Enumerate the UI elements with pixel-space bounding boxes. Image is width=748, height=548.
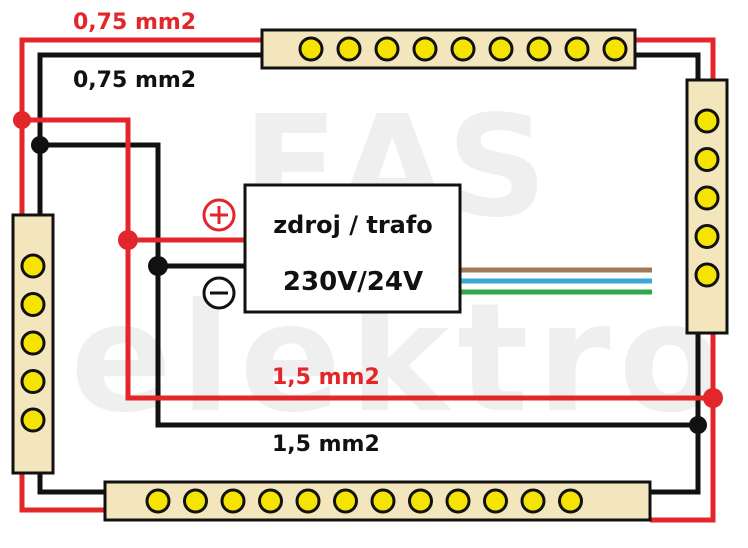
power-supply: zdroj / trafo 230V/24V (243, 183, 462, 314)
black-wire-left-bottom (37, 470, 105, 495)
led-bottom-10 (483, 488, 508, 514)
mains-cable (460, 267, 652, 295)
led-bottom-6 (333, 488, 358, 514)
led-right-5 (694, 262, 720, 288)
black-wire-top-feed (37, 52, 262, 148)
power-supply-box (243, 183, 462, 314)
led-bottom-9 (445, 488, 471, 514)
led-top-1 (298, 36, 324, 62)
wire-label-bottom-black: 1,5 mm2 (272, 432, 380, 457)
led-top-7 (526, 36, 552, 62)
junctions (13, 111, 723, 434)
junction-black-left (31, 136, 49, 154)
junction-black-right (689, 416, 707, 434)
power-supply-label: zdroj / trafo (273, 211, 433, 239)
red-wire-top-feed (19, 37, 262, 215)
led-strip-left (11, 213, 55, 475)
red-wire-left-bottom (19, 470, 105, 513)
led-top-2 (336, 36, 362, 62)
led-top-9 (602, 36, 628, 62)
black-wires (37, 52, 701, 495)
led-bottom-5 (295, 488, 321, 514)
plus-symbol (202, 198, 236, 232)
black-wire-right-down (650, 425, 701, 495)
led-left-4 (20, 369, 46, 394)
led-top-8 (564, 36, 590, 62)
junction-red-left (13, 111, 31, 129)
led-top-6 (488, 36, 514, 62)
black-wire-mid (40, 142, 698, 428)
wire-label-bottom-red: 1,5 mm2 (272, 365, 380, 390)
led-right-3 (694, 185, 720, 211)
led-right-1 (694, 108, 720, 134)
minus-symbol (202, 276, 236, 310)
led-strip-right (685, 78, 729, 335)
led-left-5 (20, 407, 46, 433)
red-wire-top-right (635, 37, 716, 80)
led-bottom-3 (220, 488, 246, 514)
led-bottom-8 (408, 488, 433, 514)
led-left-2 (20, 292, 46, 317)
led-left-1 (20, 253, 46, 279)
led-bottom-11 (520, 488, 546, 514)
led-bottom-4 (258, 488, 283, 514)
wire-label-top-black: 0,75 mm2 (73, 68, 196, 93)
led-top-3 (374, 36, 400, 62)
led-top-4 (412, 36, 438, 62)
black-wire-top-right (635, 52, 701, 80)
led-top-5 (450, 36, 476, 62)
wire-label-top-red: 0,75 mm2 (73, 10, 196, 35)
power-supply-voltage: 230V/24V (283, 267, 423, 297)
led-bottom-7 (370, 488, 396, 514)
led-bottom-1 (145, 488, 171, 514)
led-strip-top (260, 28, 637, 70)
junction-red-right (703, 388, 723, 408)
led-bottom-2 (183, 488, 208, 514)
red-wire-mid (22, 117, 713, 401)
led-bottom-12 (558, 488, 583, 514)
led-right-4 (694, 224, 720, 249)
led-strip-bottom (103, 480, 652, 522)
junction-red-psu (118, 230, 138, 250)
led-right-2 (694, 147, 720, 172)
junction-black-psu (148, 256, 168, 276)
led-left-3 (20, 330, 46, 356)
